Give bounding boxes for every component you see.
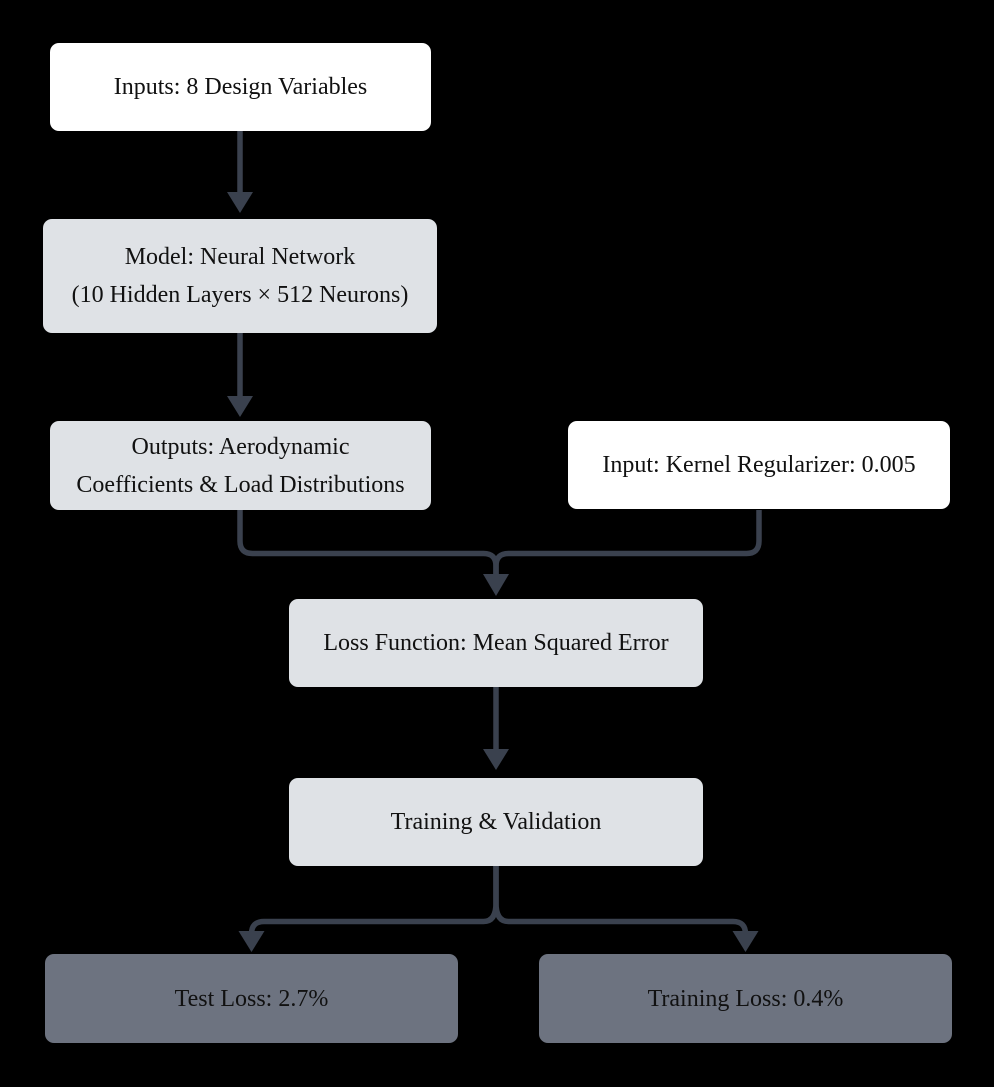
node-kernel-regularizer: Input: Kernel Regularizer: 0.005 [568, 421, 950, 509]
node-outputs-label-line2: Coefficients & Load Distributions [76, 471, 405, 498]
node-model: Model: Neural Network (10 Hidden Layers … [43, 219, 437, 333]
node-training-loss-label: Training Loss: 0.4% [647, 985, 844, 1012]
node-model-label-line1: Model: Neural Network [124, 244, 356, 270]
node-training-validation: Training & Validation [289, 778, 703, 866]
node-loss-function-label: Loss Function: Mean Squared Error [323, 630, 669, 656]
node-inputs-label: Inputs: 8 Design Variables [113, 74, 368, 100]
node-loss-function: Loss Function: Mean Squared Error [289, 599, 703, 687]
node-training-loss: Training Loss: 0.4% [539, 954, 952, 1043]
node-kernel-regularizer-label: Input: Kernel Regularizer: 0.005 [602, 452, 916, 478]
arrowhead-loss-to-training [483, 749, 509, 770]
arrowhead-inputs-to-model [227, 192, 253, 213]
node-outputs: Outputs: Aerodynamic Coefficients & Load… [50, 421, 431, 510]
arrowhead-model-to-outputs [227, 396, 253, 417]
arrowhead-training-to-trainloss [732, 931, 759, 952]
edge-training-to-testloss [248, 866, 499, 935]
arrowhead-merge-to-loss [483, 574, 509, 596]
node-inputs: Inputs: 8 Design Variables [50, 43, 431, 131]
arrowhead-training-to-testloss [238, 931, 265, 952]
node-model-label-line2: (10 Hidden Layers × 512 Neurons) [71, 282, 409, 308]
node-training-validation-label: Training & Validation [390, 809, 602, 835]
edge-training-to-trainloss [493, 866, 749, 935]
node-outputs-label-line1: Outputs: Aerodynamic [131, 433, 350, 460]
edge-kernel-to-loss [493, 510, 762, 576]
node-test-loss: Test Loss: 2.7% [45, 954, 458, 1043]
node-test-loss-label: Test Loss: 2.7% [174, 985, 329, 1012]
edge-outputs-to-loss [237, 510, 499, 576]
